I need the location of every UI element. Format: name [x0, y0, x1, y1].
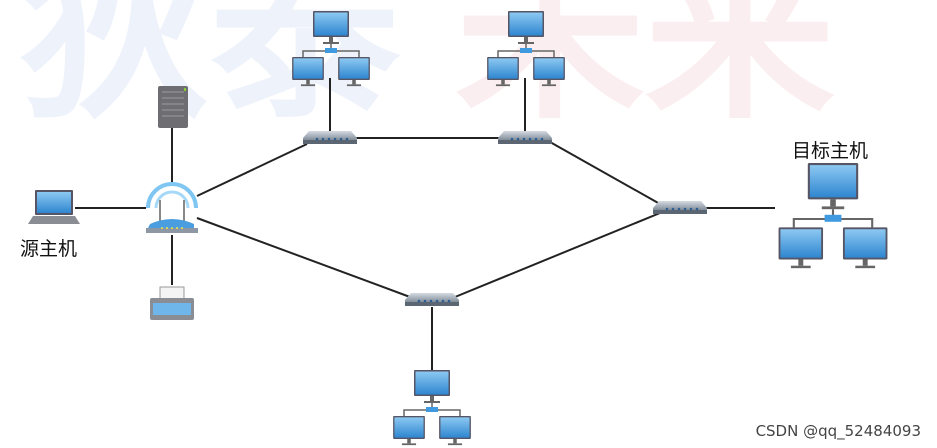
lan-group-top-right-icon — [487, 11, 565, 86]
link-switch2-switch3 — [549, 141, 661, 205]
wireless-router-icon — [146, 182, 198, 233]
source-host-label: 源主机 — [20, 238, 78, 260]
link-router-switch4 — [196, 217, 411, 298]
switch-3-icon — [653, 201, 707, 214]
switch-2-icon — [498, 131, 552, 144]
lan-group-bottom-icon — [393, 370, 471, 445]
server-icon — [158, 86, 188, 128]
switch-1-icon — [303, 131, 357, 144]
laptop-icon — [28, 190, 80, 224]
printer-icon — [150, 286, 194, 320]
target-host-group-icon — [779, 163, 888, 268]
links — [75, 78, 775, 372]
footer-credit: CSDN @qq_52484093 — [755, 422, 921, 440]
lan-group-top-left-icon — [292, 11, 370, 86]
link-router-switch1 — [196, 143, 308, 197]
target-host-label: 目标主机 — [792, 140, 869, 162]
link-switch4-switch3 — [454, 212, 661, 298]
switch-4-icon — [405, 293, 459, 306]
